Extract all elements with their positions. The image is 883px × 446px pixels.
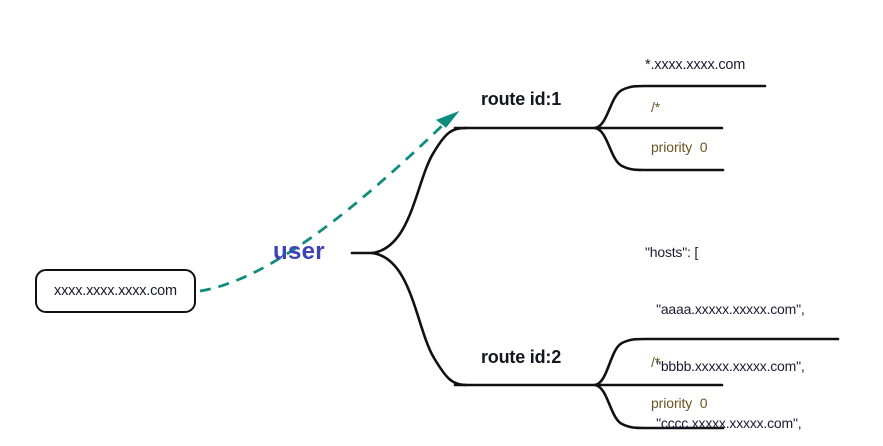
route-1-host-label: *.xxxx.xxxx.com (645, 57, 746, 73)
route-2-hosts-json: "hosts": [ "aaaa.xxxxx.xxxxx.com", "bbbb… (645, 205, 805, 446)
branch-wire-route2 (370, 251, 468, 387)
request-arrow-line (199, 119, 448, 293)
route2-hosts-wire (593, 337, 840, 387)
source-host-box[interactable]: xxxx.xxxx.xxxx.com (35, 269, 196, 313)
route-2-label: route id:2 (481, 347, 562, 367)
route2-priority-wire (593, 383, 725, 430)
route-1-path-label: /* (651, 99, 661, 115)
source-host-label: xxxx.xxxx.xxxx.com (54, 283, 177, 299)
route1-host-wire (593, 84, 767, 130)
route-1-priority-label: priority 0 (651, 139, 708, 155)
hosts-json-line-3: "bbbb.xxxxx.xxxxx.com", (645, 358, 805, 374)
route-2-path-label: /* (651, 354, 661, 370)
hosts-json-line-1: "hosts": [ (645, 244, 699, 260)
user-label: user (273, 238, 325, 265)
route-1-label: route id:1 (481, 89, 562, 109)
route-2-priority-label: priority 0 (651, 395, 708, 411)
request-arrow-head (435, 110, 460, 128)
hosts-json-line-2: "aaaa.xxxxx.xxxxx.com", (645, 301, 805, 317)
hosts-json-line-4: "cccc.xxxxx.xxxxx.com", (645, 415, 802, 431)
route1-priority-wire (593, 126, 725, 172)
branch-wire-route1 (370, 126, 468, 255)
